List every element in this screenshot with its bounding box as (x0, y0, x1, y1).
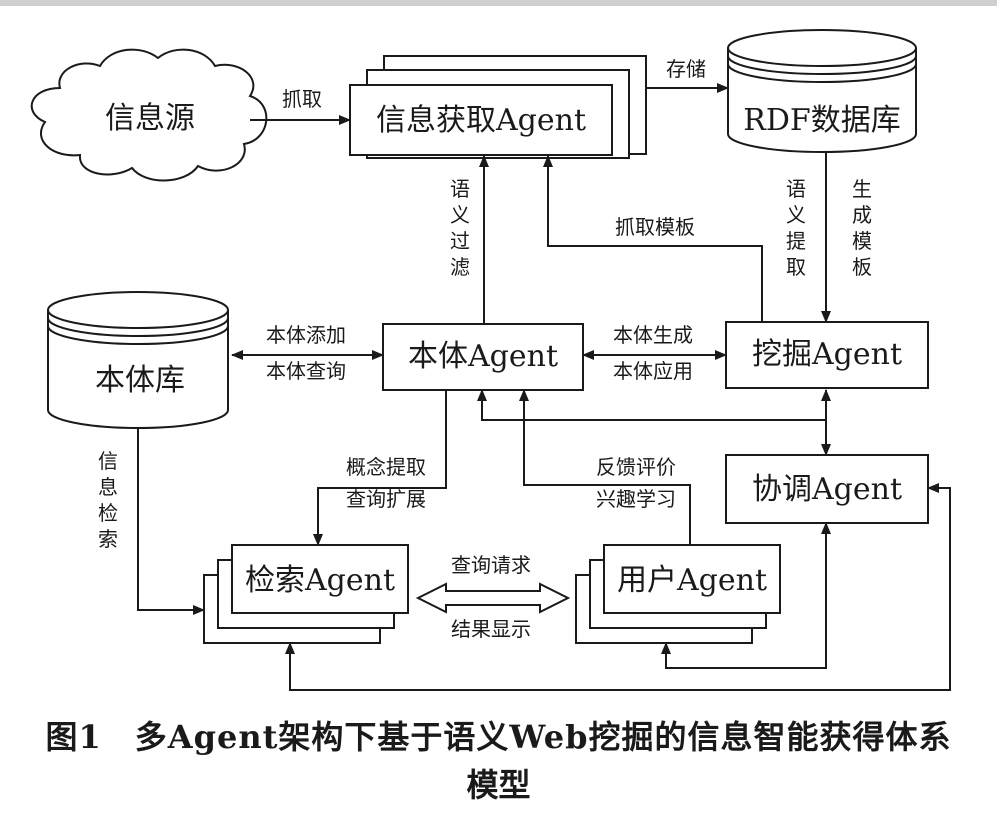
figure-caption-line1: 图1 多Agent架构下基于语义Web挖掘的信息智能获得体系 (45, 718, 952, 756)
search-agent-label: 检索Agent (245, 563, 395, 598)
ontology-db-cylinder (47, 291, 229, 429)
figure-caption-line2: 模型 (466, 766, 531, 804)
edge-crawl-template (543, 155, 763, 322)
onto-query-label: 本体查询 (266, 359, 346, 383)
mining-agent-label: 挖掘Agent (752, 337, 902, 372)
feedback-eval-label: 反馈评价 (596, 455, 676, 479)
onto-apply-label: 本体应用 (613, 359, 693, 383)
svg-text:息: 息 (98, 475, 118, 499)
svg-text:取: 取 (786, 255, 806, 279)
svg-text:模: 模 (852, 229, 872, 253)
result-display-label: 结果显示 (451, 617, 531, 641)
info-source-label: 信息源 (105, 101, 195, 136)
svg-text:语: 语 (450, 177, 470, 201)
svg-text:义: 义 (450, 203, 470, 227)
svg-text:过: 过 (450, 229, 470, 253)
edge-info-retrieval (137, 428, 205, 615)
semantic-extract-label: 语 义 提 取 (786, 177, 806, 279)
svg-text:提: 提 (786, 229, 806, 253)
svg-text:索: 索 (98, 527, 118, 551)
query-request-label: 查询请求 (451, 553, 531, 577)
query-expand-label: 查询扩展 (346, 487, 426, 511)
gen-template-label: 生 成 模 板 (852, 177, 872, 279)
mining-agent-box (725, 321, 929, 389)
onto-gen-label: 本体生成 (613, 323, 693, 347)
ontology-agent-box (382, 323, 584, 391)
ontology-db-label: 本体库 (95, 363, 185, 398)
svg-text:义: 义 (786, 203, 806, 227)
rdf-db-label: RDF数据库 (743, 103, 900, 138)
rdf-db-cylinder (727, 29, 917, 153)
semantic-filter-label: 语 义 过 滤 (450, 177, 470, 279)
svg-text:滤: 滤 (450, 255, 470, 279)
coord-agent-label: 协调Agent (752, 472, 902, 507)
svg-text:检: 检 (98, 501, 118, 525)
crawl-label: 抓取 (282, 87, 322, 111)
info-agent-box (349, 55, 647, 159)
scan-edge (0, 0, 997, 6)
architecture-diagram: 信息源 信息获取Agent RDF数据库 本体库 本体Agent 挖掘Agent… (30, 29, 951, 691)
info-source-cloud (30, 48, 268, 182)
svg-text:生: 生 (852, 177, 872, 201)
onto-add-label: 本体添加 (266, 323, 346, 347)
info-retrieval-label: 信 息 检 索 (98, 449, 118, 551)
svg-text:成: 成 (852, 203, 872, 227)
svg-text:信: 信 (98, 449, 118, 473)
svg-text:板: 板 (852, 255, 872, 279)
user-agent-label: 用户Agent (617, 563, 767, 598)
concept-extract-label: 概念提取 (346, 455, 426, 479)
info-agent-label: 信息获取Agent (376, 103, 586, 138)
edge-coord-ontology (477, 389, 826, 421)
crawl-template-label: 抓取模板 (615, 215, 695, 239)
edge-coord-search (285, 483, 951, 691)
interest-learn-label: 兴趣学习 (596, 487, 676, 511)
query-result-double-arrow (415, 582, 571, 614)
ontology-agent-label: 本体Agent (408, 339, 558, 374)
svg-text:语: 语 (786, 177, 806, 201)
store-label: 存储 (666, 57, 706, 81)
